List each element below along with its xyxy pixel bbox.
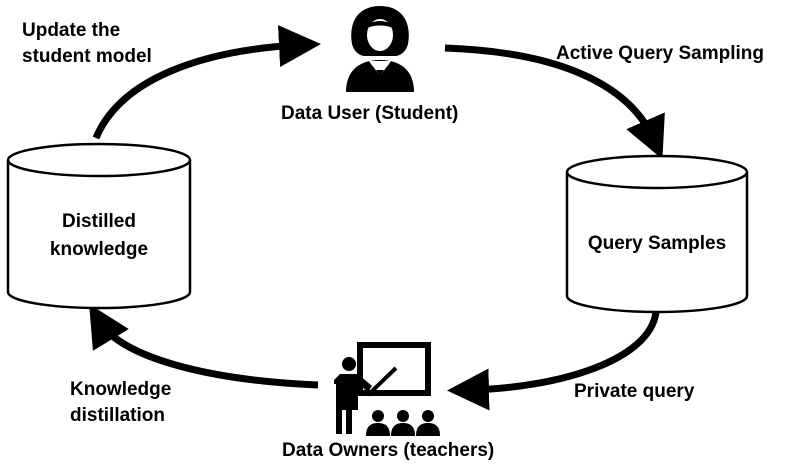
update-student-model-label-line1: Update the (22, 20, 121, 41)
teachers-label: Data Owners (teachers) (282, 440, 495, 461)
arrow-update-student (92, 25, 321, 140)
distilled-knowledge-label-line1: Distilled (62, 211, 136, 232)
arrow-private-query (447, 311, 660, 411)
distilled-knowledge-label-line2: knowledge (49, 239, 149, 260)
private-query-label: Private query (574, 381, 695, 402)
active-query-sampling-label: Active Query Sampling (556, 43, 765, 64)
teacher-at-board-icon (334, 342, 431, 434)
arrow-active-query-sampling (444, 44, 665, 160)
student-person-icon (346, 6, 414, 92)
audience-people-icon (366, 410, 440, 436)
student-label: Data User (Student) (281, 103, 459, 124)
query-samples-label: Query Samples (587, 233, 727, 254)
distilled-knowledge-cylinder (6, 142, 192, 310)
update-student-model-label-line2: student model (22, 46, 152, 67)
arrow-knowledge-distillation (89, 304, 319, 389)
knowledge-distillation-label-line2: distillation (70, 405, 165, 426)
knowledge-distillation-label-line1: Knowledge (70, 379, 172, 400)
query-samples-cylinder (565, 154, 749, 314)
